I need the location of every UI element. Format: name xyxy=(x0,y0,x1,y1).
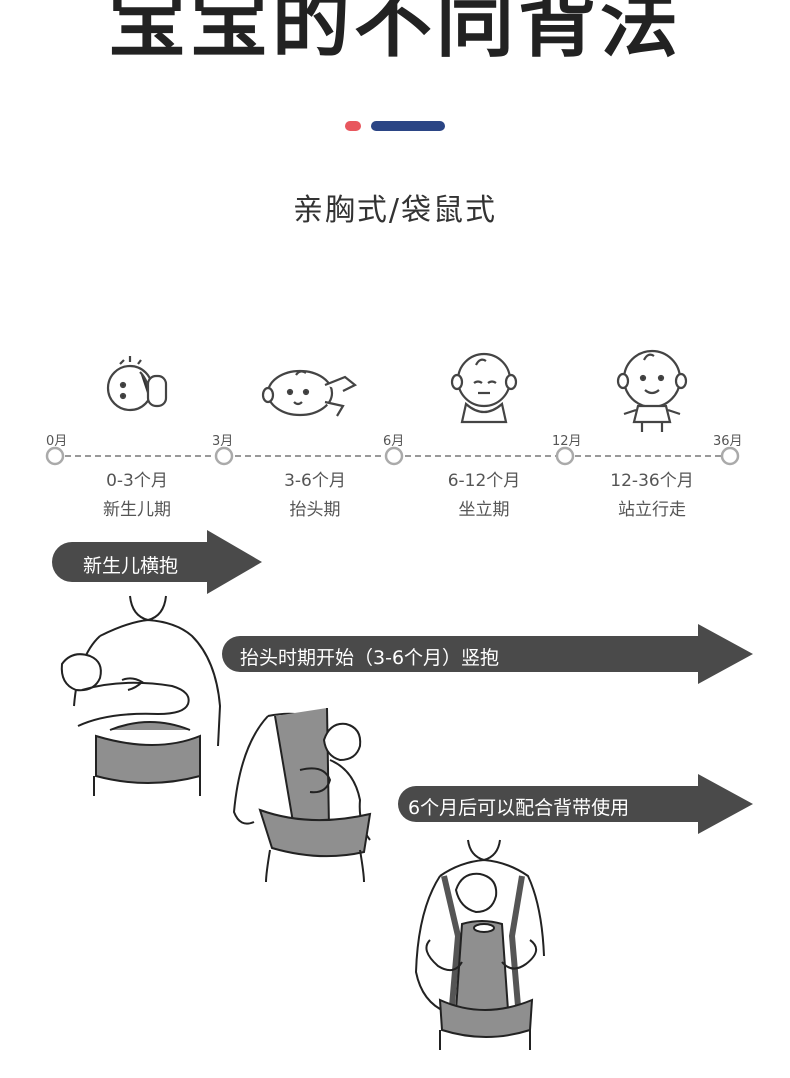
stage-name: 新生儿期 xyxy=(103,500,171,520)
carry-mode-label: 新生儿横抱 xyxy=(83,555,179,577)
stage-range: 6-12个月 xyxy=(447,471,521,491)
stage-name: 站立行走 xyxy=(618,500,686,520)
stage-name: 坐立期 xyxy=(458,500,510,520)
arrow-shape xyxy=(52,530,262,594)
section-subtitle: 亲胸式/袋鼠式 xyxy=(292,193,498,228)
crawling-baby-icon xyxy=(261,369,358,417)
carry-mode-label: 6个月后可以配合背带使用 xyxy=(408,797,630,819)
carrier-strap-illustration xyxy=(414,839,545,1050)
stage-label: 12-36个月 站立行走 xyxy=(582,467,722,525)
stage-range: 12-36个月 xyxy=(610,471,694,491)
month-mark: 0月 xyxy=(46,434,68,449)
carry-mode-label: 抬头时期开始（3-6个月）竖抱 xyxy=(240,647,500,669)
horizontal-hold-illustration xyxy=(60,595,222,796)
stage-name: 抬头期 xyxy=(289,500,341,520)
month-mark: 6月 xyxy=(383,434,405,449)
arrow-shape xyxy=(398,774,753,834)
upright-hold-illustration xyxy=(232,707,372,883)
stage-range: 3-6个月 xyxy=(284,471,346,491)
standing-baby-icon xyxy=(616,349,688,432)
newborn-baby-icon xyxy=(106,356,168,412)
page-title: 宝宝的不同背法 xyxy=(107,0,682,68)
month-mark: 3月 xyxy=(212,434,234,449)
month-mark: 12月 xyxy=(552,434,582,449)
stage-label: 6-12个月 坐立期 xyxy=(414,467,554,525)
month-mark: 36月 xyxy=(713,434,743,449)
sitting-baby-icon xyxy=(450,352,518,424)
stage-label: 0-3个月 新生儿期 xyxy=(67,467,207,525)
accent-bar xyxy=(371,121,445,131)
stage-label: 3-6个月 抬头期 xyxy=(245,467,385,525)
arrow-shape xyxy=(222,624,753,684)
stage-range: 0-3个月 xyxy=(106,471,168,491)
accent-dot xyxy=(345,121,361,131)
